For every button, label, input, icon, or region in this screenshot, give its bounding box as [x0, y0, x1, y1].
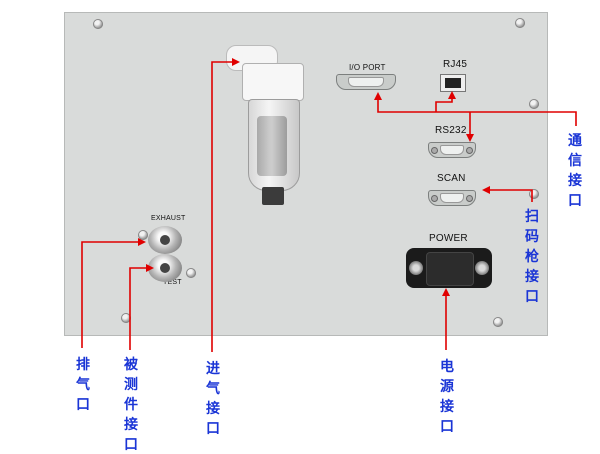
panel-screw	[515, 18, 525, 28]
scan-connector	[428, 190, 476, 206]
test-port-callout: 被测件接口	[124, 356, 138, 452]
arrowhead	[374, 92, 382, 100]
inlet-air-filter	[226, 45, 306, 225]
fitting-core	[160, 235, 170, 245]
scan-label: SCAN	[437, 173, 466, 184]
connector-screw-hole	[431, 147, 438, 154]
comm-leader-line-io	[377, 98, 577, 126]
io-port-connector	[336, 74, 396, 90]
exhaust-leader-line	[81, 241, 140, 348]
arrowhead	[138, 238, 146, 246]
test-leader-line	[129, 267, 148, 350]
scanner-port-callout: 扫码枪接口	[525, 208, 539, 304]
scanner-leader-line	[488, 189, 533, 202]
panel-screw	[138, 230, 148, 240]
connector-face	[440, 145, 464, 155]
filter-drain	[262, 187, 284, 205]
exhaust-label: EXHAUST	[151, 215, 186, 222]
connector-screw-hole	[466, 147, 473, 154]
arrowhead	[232, 58, 240, 66]
arrowhead	[442, 288, 450, 296]
arrowhead	[448, 91, 456, 99]
panel-screw	[529, 99, 539, 109]
fitting-core	[160, 263, 170, 273]
inlet-port-callout: 进气接口	[206, 360, 220, 436]
comm-port-callout: 通信接口	[568, 132, 582, 208]
panel-screw	[93, 19, 103, 29]
panel-screw	[493, 317, 503, 327]
device-rear-panel: I/O PORT RJ45 RS232 SCAN POWER EXHAUST T…	[64, 12, 548, 336]
io-port-label: I/O PORT	[349, 63, 386, 72]
filter-bowl	[248, 99, 300, 191]
power-socket	[406, 248, 492, 288]
connector-face	[440, 193, 464, 203]
power-screw	[475, 261, 489, 275]
rj45-connector	[440, 74, 466, 92]
power-port-callout: 电源接口	[440, 358, 454, 434]
power-screw	[409, 261, 423, 275]
inlet-leader-line	[211, 61, 234, 352]
panel-screw	[529, 189, 539, 199]
exhaust-fitting	[148, 226, 182, 254]
test-label: TEST	[163, 279, 182, 286]
rs232-label: RS232	[435, 125, 467, 136]
connector-screw-hole	[466, 195, 473, 202]
rs232-connector	[428, 142, 476, 158]
power-label: POWER	[429, 233, 468, 244]
rj45-label: RJ45	[443, 59, 468, 70]
panel-screw	[186, 268, 196, 278]
connector-screw-hole	[431, 195, 438, 202]
arrowhead	[482, 186, 490, 194]
filter-cap	[242, 63, 304, 101]
arrowhead	[466, 134, 474, 142]
iec-socket	[426, 252, 474, 286]
panel-screw	[121, 313, 131, 323]
filter-element	[257, 116, 287, 176]
arrowhead	[146, 264, 154, 272]
connector-face	[348, 77, 384, 87]
exhaust-port-callout: 排气口	[76, 356, 90, 412]
rj45-socket	[445, 78, 461, 88]
